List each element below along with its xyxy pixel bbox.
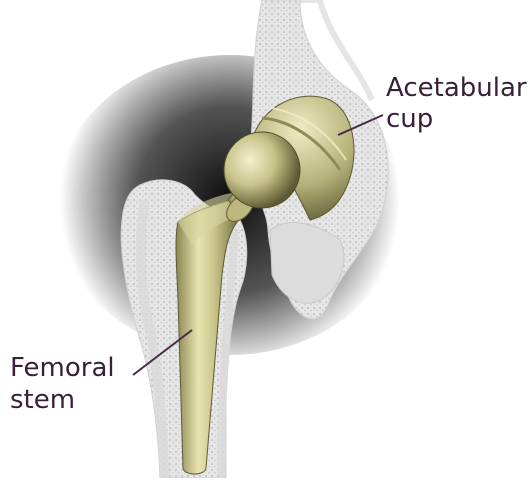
femoral-head [224,132,300,208]
femoral-label-line2: stem [10,385,75,415]
acetabular-label-line1: Acetabular [386,73,527,103]
acetabular-label-line2: cup [386,104,433,134]
femoral-label-line1: Femoral [10,353,115,383]
